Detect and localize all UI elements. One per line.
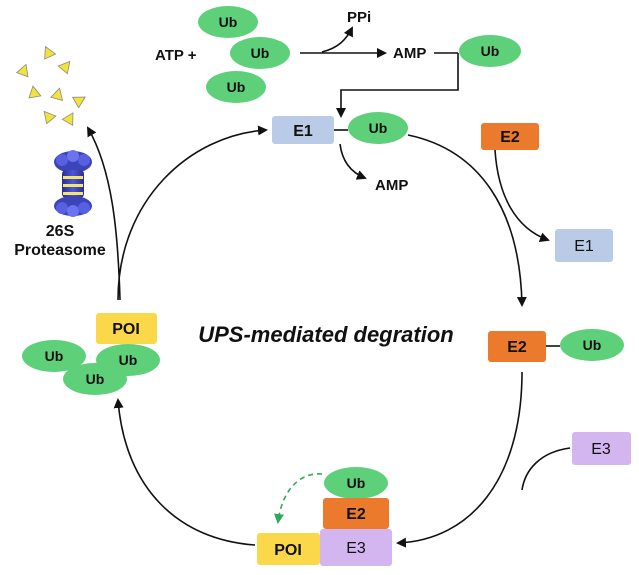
e2-box bbox=[488, 331, 546, 362]
e1-label: E1 bbox=[293, 123, 313, 140]
ub-e1: Ub bbox=[348, 112, 408, 144]
ub-shape bbox=[206, 71, 266, 103]
ub-shape bbox=[22, 340, 86, 372]
ub-shape bbox=[230, 37, 290, 69]
ub-shape bbox=[348, 112, 408, 144]
ub-label: Ub bbox=[583, 337, 602, 353]
amp-release-arrow bbox=[339, 143, 367, 180]
ub-transfer-dashed-arrow bbox=[274, 473, 323, 524]
ub-label: Ub bbox=[227, 79, 246, 95]
ub-label: Ub bbox=[219, 14, 238, 30]
proteasome-bead bbox=[56, 202, 68, 214]
e1-release-arrow bbox=[494, 149, 550, 242]
ub-label: Ub bbox=[347, 475, 366, 491]
peptide-fragment bbox=[71, 96, 86, 109]
ub-amp: Ub bbox=[459, 35, 521, 67]
amp-top-label: AMP bbox=[393, 45, 426, 62]
poi-box bbox=[96, 313, 157, 344]
ub-label: Ub bbox=[119, 352, 138, 368]
e3-box bbox=[320, 529, 392, 566]
peptide-fragment bbox=[57, 60, 71, 75]
ppi-label: PPi bbox=[347, 9, 371, 26]
e1-right-box: E1 bbox=[555, 229, 613, 262]
e2-bottom-box: E2 bbox=[323, 498, 389, 529]
e2-mid-box: E2 bbox=[488, 331, 546, 362]
e2-label: E2 bbox=[500, 129, 520, 146]
e1-label: E1 bbox=[574, 238, 594, 255]
peptide-fragment bbox=[61, 112, 74, 127]
e3-bottom-box: E3 bbox=[320, 529, 392, 566]
ub-top-2: Ub bbox=[230, 37, 290, 69]
ub-shape bbox=[459, 35, 521, 67]
ub-shape bbox=[324, 467, 388, 499]
e1-box bbox=[272, 116, 334, 144]
ub-label: Ub bbox=[45, 348, 64, 364]
ub-label: Ub bbox=[481, 43, 500, 59]
peptide-fragment bbox=[15, 63, 29, 78]
proteasome-bead bbox=[56, 154, 68, 166]
ub-bottom: Ub bbox=[324, 467, 388, 499]
ub-shape bbox=[63, 363, 127, 395]
cycle-arc-e2-to-complex bbox=[396, 371, 523, 548]
poi-left-box: POI bbox=[96, 313, 157, 344]
e3-label: E3 bbox=[591, 441, 611, 458]
cycle-arc-poi-to-e1 bbox=[117, 125, 268, 301]
proteasome-ring-2 bbox=[63, 184, 83, 187]
proteasome-ring-3 bbox=[63, 192, 83, 195]
e3-right-box: E3 bbox=[572, 432, 631, 465]
e2-label: E2 bbox=[507, 339, 527, 356]
peptide-fragment bbox=[50, 87, 64, 101]
amp-side-label: AMP bbox=[375, 177, 408, 194]
ub-top-1: Ub bbox=[198, 6, 258, 38]
ub-e2: Ub bbox=[560, 329, 624, 361]
e3-label: E3 bbox=[346, 540, 366, 557]
proteasome-bead bbox=[67, 205, 79, 217]
proteasome-ring-1 bbox=[63, 176, 83, 179]
ub-left-2: Ub bbox=[63, 363, 127, 395]
poi-bottom-box: POI bbox=[257, 533, 320, 565]
poi-label: POI bbox=[112, 321, 140, 338]
e3-join-curve bbox=[521, 447, 571, 491]
e2-box bbox=[481, 123, 539, 150]
atp-plus-label: ATP + bbox=[155, 47, 197, 64]
peptide-fragments bbox=[15, 45, 86, 127]
e2-label: E2 bbox=[346, 506, 366, 523]
ub-shape bbox=[198, 6, 258, 38]
degradation-arrow bbox=[87, 126, 121, 301]
proteasome-bead bbox=[78, 154, 90, 166]
ub-label: Ub bbox=[251, 45, 270, 61]
e2-box bbox=[323, 498, 389, 529]
ub-top-3: Ub bbox=[206, 71, 266, 103]
e1-main-box: E1 bbox=[272, 116, 334, 144]
proteasome-icon bbox=[54, 150, 92, 217]
peptide-fragment bbox=[28, 85, 42, 99]
peptide-fragment bbox=[43, 110, 57, 125]
cycle-arc-complex-to-poi bbox=[113, 398, 256, 546]
poi-box bbox=[257, 533, 320, 565]
ub-left-1: Ub bbox=[22, 340, 86, 372]
ub-label: Ub bbox=[369, 120, 388, 136]
ub-transfer-to-e1-arrow bbox=[336, 53, 459, 118]
proteasome-bead bbox=[67, 150, 79, 162]
cycle-arc-e1-to-e2 bbox=[407, 134, 527, 307]
ub-shape bbox=[560, 329, 624, 361]
poi-label: POI bbox=[274, 542, 302, 559]
e2-right-box: E2 bbox=[481, 123, 539, 150]
diagram-title: UPS-mediated degration bbox=[198, 322, 453, 347]
e3-box bbox=[572, 432, 631, 465]
ub-label: Ub bbox=[86, 371, 105, 387]
proteasome-bead bbox=[78, 202, 90, 214]
peptide-fragment bbox=[44, 45, 57, 60]
e1-box bbox=[555, 229, 613, 262]
proteasome-label-line2: Proteasome bbox=[14, 242, 106, 259]
ppi-release-arrow bbox=[321, 26, 353, 53]
proteasome-label-line1: 26S bbox=[46, 223, 75, 240]
